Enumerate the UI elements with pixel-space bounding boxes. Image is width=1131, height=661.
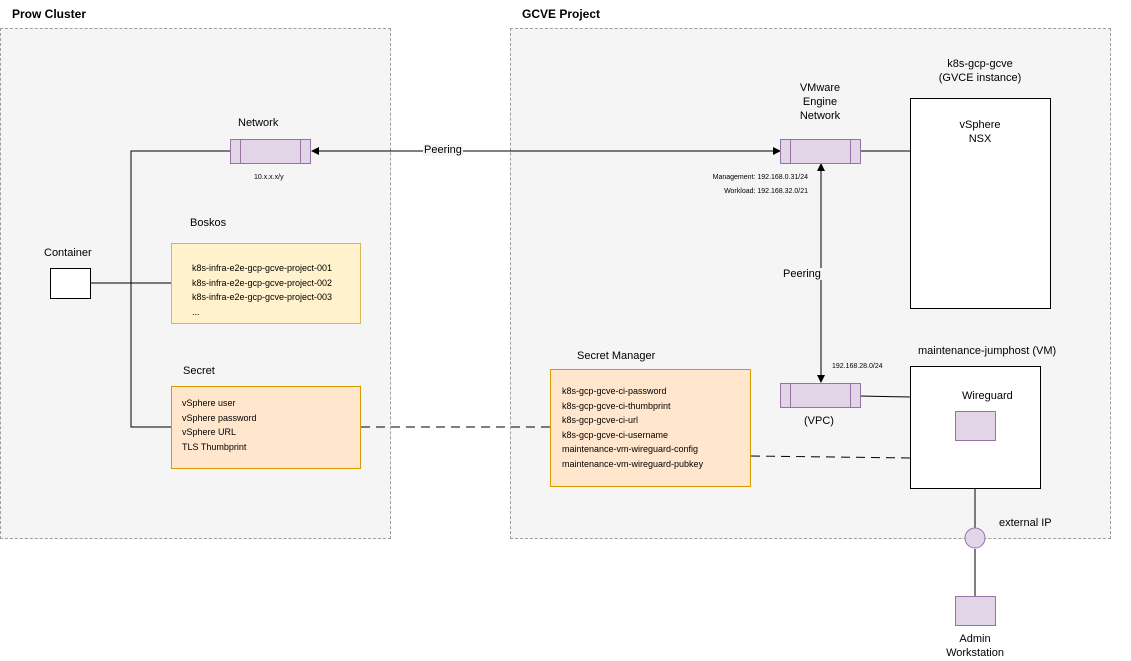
external-ip-label: external IP bbox=[999, 517, 1052, 529]
secret-manager-item: k8s-gcp-gcve-ci-thumbprint bbox=[562, 400, 671, 411]
secret-manager-item: k8s-gcp-gcve-ci-url bbox=[562, 415, 639, 425]
gcve-instance-box bbox=[910, 98, 1051, 309]
boskos-project-item: k8s-infra-e2e-gcp-gcve-project-003 bbox=[192, 292, 333, 302]
workload-cidr: Workload: 192.168.32.0/21 bbox=[724, 188, 808, 195]
boskos-project-item: k8s-infra-e2e-gcp-gcve-project-002 bbox=[192, 277, 333, 288]
prow-network-node bbox=[230, 139, 311, 164]
boskos-label: Boskos bbox=[190, 217, 227, 229]
wireguard-node bbox=[955, 411, 996, 441]
jumphost-label: maintenance-jumphost (VM) bbox=[918, 345, 1057, 357]
secret-item-list: vSphere user vSphere password vSphere UR… bbox=[182, 396, 257, 454]
prow-network-cidr: 10.x.x.x/y bbox=[254, 174, 284, 181]
gcve-project-title: GCVE Project bbox=[522, 7, 601, 21]
admin-workstation-node bbox=[955, 596, 996, 626]
secret-manager-item: maintenance-vm-wireguard-config bbox=[562, 444, 699, 454]
container-label: Container bbox=[44, 247, 92, 259]
prow-bus-line bbox=[130, 150, 230, 428]
secret-box bbox=[171, 386, 361, 469]
instance-title: k8s-gcp-gcve (GVCE instance) bbox=[938, 58, 1022, 84]
vpc-cidr: 192.168.28.0/24 bbox=[832, 363, 883, 370]
secret-item: vSphere user bbox=[182, 398, 236, 408]
container-box bbox=[50, 268, 91, 299]
instance-contents: vSphere NSX bbox=[959, 119, 1001, 145]
vpc-node bbox=[780, 383, 861, 408]
secret-item: TLS Thumbprint bbox=[182, 441, 247, 452]
vpc-to-jumphost-line bbox=[859, 395, 912, 398]
wireguard-label: Wireguard bbox=[962, 390, 1013, 402]
secret-manager-item: k8s-gcp-gcve-ci-username bbox=[562, 429, 669, 440]
secret-item: vSphere URL bbox=[182, 427, 237, 437]
boskos-project-item: k8s-infra-e2e-gcp-gcve-project-001 bbox=[192, 263, 333, 273]
secret-manager-item: maintenance-vm-wireguard-pubkey bbox=[562, 458, 704, 469]
boskos-box bbox=[171, 243, 361, 324]
wireguard-config-dashed-line bbox=[750, 455, 912, 459]
secret-manager-box bbox=[550, 369, 751, 487]
network-peering-label: Peering bbox=[423, 144, 463, 156]
prow-cluster-title: Prow Cluster bbox=[12, 7, 87, 21]
admin-workstation-label: Admin Workstation bbox=[946, 633, 1004, 659]
prow-network-label: Network bbox=[238, 117, 279, 129]
vpc-label: (VPC) bbox=[804, 415, 834, 427]
vmware-network-label: VMware Engine Network bbox=[799, 82, 841, 122]
secret-item: vSphere password bbox=[182, 412, 257, 423]
boskos-project-list: k8s-infra-e2e-gcp-gcve-project-001 k8s-i… bbox=[192, 261, 332, 319]
secret-label: Secret bbox=[183, 365, 215, 377]
secret-manager-item: k8s-gcp-gcve-ci-password bbox=[562, 386, 667, 396]
vmware-network-node bbox=[780, 139, 861, 164]
management-cidr: Management: 192.168.0.31/24 bbox=[712, 174, 808, 181]
external-ip-node bbox=[964, 527, 986, 549]
vpc-peering-label: Peering bbox=[782, 268, 822, 280]
boskos-project-item: ... bbox=[192, 306, 200, 317]
secret-manager-list: k8s-gcp-gcve-ci-password k8s-gcp-gcve-ci… bbox=[562, 384, 703, 471]
secret-manager-label: Secret Manager bbox=[577, 350, 656, 362]
